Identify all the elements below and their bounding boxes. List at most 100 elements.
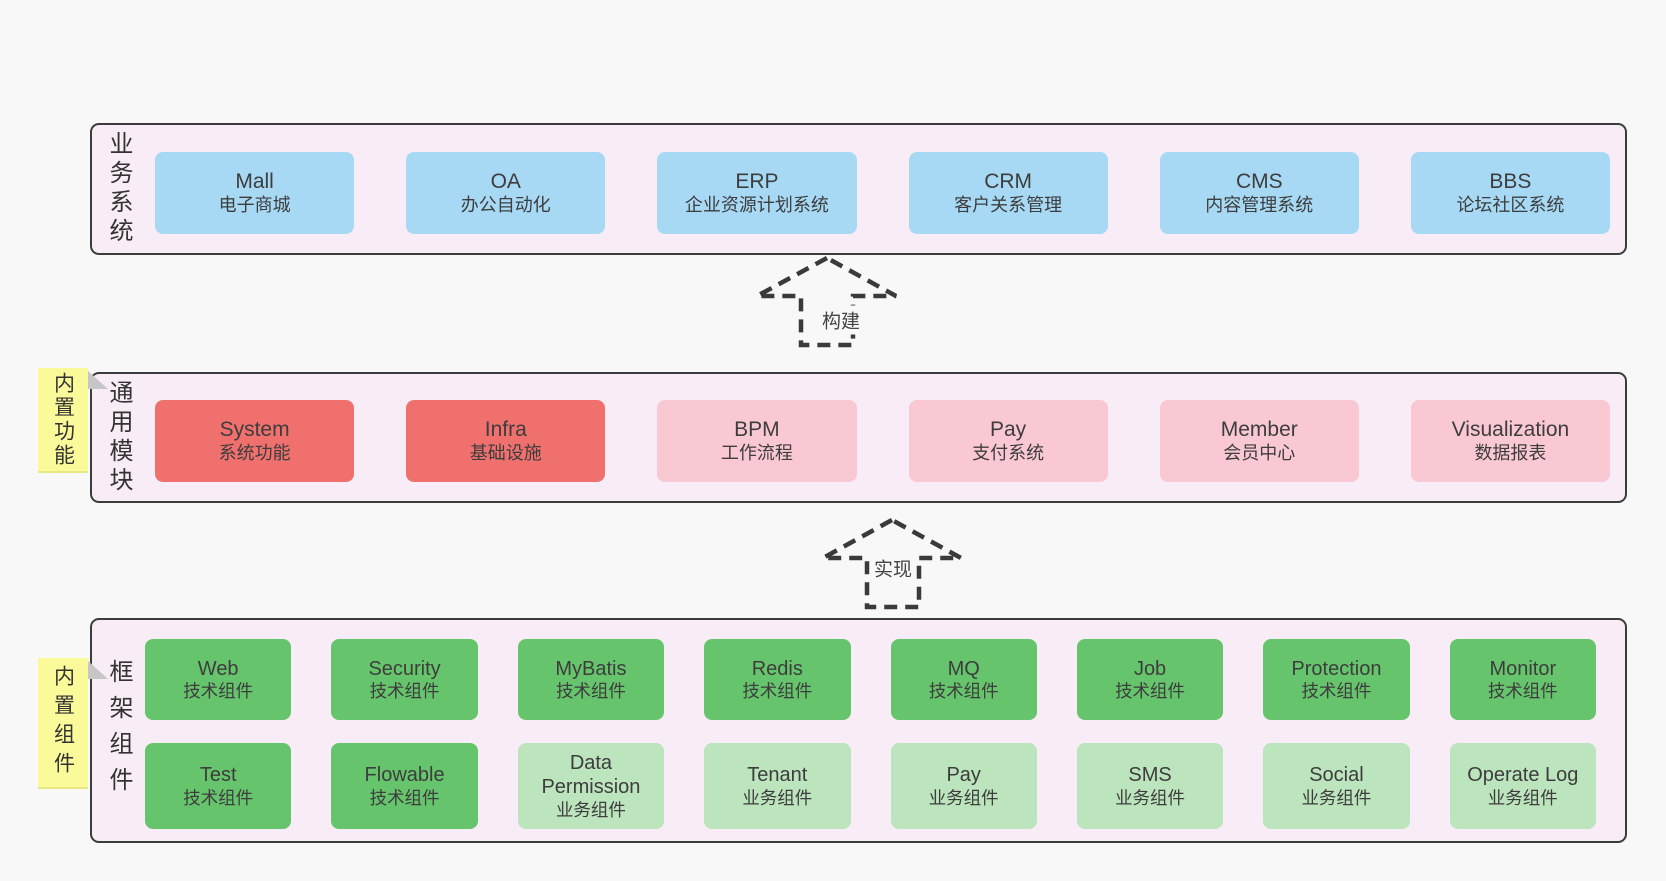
box-title: Mall <box>235 170 274 194</box>
band-business-systems: 业务系统 Mall 电子商城 OA 办公自动化 ERP 企业资源计划系统 CRM… <box>90 123 1627 255</box>
box-system: System 系统功能 <box>155 400 355 482</box>
box-title: Redis <box>751 657 803 680</box>
box-title: Web <box>197 657 239 680</box>
box-subtitle: 工作流程 <box>720 442 793 463</box>
box-title: ERP <box>735 170 779 194</box>
box-title: MQ <box>947 657 980 680</box>
box-mall: Mall 电子商城 <box>155 152 355 234</box>
box-web: Web 技术组件 <box>145 639 292 720</box>
box-subtitle: 企业资源计划系统 <box>684 194 829 215</box>
band-common-modules-label: 通用模块 <box>105 379 132 496</box>
box-pay-component: Pay 业务组件 <box>890 743 1037 829</box>
box-tenant: Tenant 业务组件 <box>704 743 851 829</box>
common-modules-row: System 系统功能 Infra 基础设施 BPM 工作流程 Pay 支付系统… <box>155 400 1611 482</box>
box-subtitle: 技术组件 <box>183 787 254 808</box>
box-title: SMS <box>1128 764 1172 787</box>
box-title: Tenant <box>747 764 808 787</box>
box-subtitle: 业务组件 <box>1115 787 1186 808</box>
box-subtitle: 技术组件 <box>183 681 254 702</box>
box-title: Protection <box>1291 657 1382 680</box>
sticky-note-text: 内置组件 <box>51 664 75 781</box>
box-title: CRM <box>984 170 1033 194</box>
band-business-systems-label: 业务系统 <box>105 131 132 247</box>
box-oa: OA 办公自动化 <box>406 152 606 234</box>
box-title: Data Permission <box>541 751 641 799</box>
box-subtitle: 电子商城 <box>218 194 291 215</box>
box-subtitle: 会员中心 <box>1223 442 1296 463</box>
box-title: Flowable <box>364 764 445 787</box>
box-subtitle: 数据报表 <box>1474 442 1547 463</box>
box-subtitle: 基础设施 <box>469 442 542 463</box>
box-subtitle: 业务组件 <box>555 799 626 820</box>
box-infra: Infra 基础设施 <box>406 400 606 482</box>
box-title: CMS <box>1235 170 1283 194</box>
box-subtitle: 技术组件 <box>369 681 440 702</box>
box-subtitle: 技术组件 <box>742 681 813 702</box>
box-cms: CMS 内容管理系统 <box>1159 152 1359 234</box>
box-title: Monitor <box>1489 657 1557 680</box>
implement-arrow-icon <box>821 517 963 610</box>
box-title: Job <box>1133 657 1167 680</box>
box-subtitle: 系统功能 <box>218 442 291 463</box>
sticky-note-built-in-components: 内置组件 <box>38 658 108 789</box>
box-monitor: Monitor 技术组件 <box>1449 639 1596 720</box>
box-mq: MQ 技术组件 <box>890 639 1037 720</box>
box-title: Operate Log <box>1467 764 1579 787</box>
box-subtitle: 客户关系管理 <box>954 194 1063 215</box>
sticky-note-text: 内置功能 <box>51 371 75 468</box>
box-subtitle: 技术组件 <box>555 681 626 702</box>
box-pay-module: Pay 支付系统 <box>908 400 1108 482</box>
box-mybatis: MyBatis 技术组件 <box>517 639 665 720</box>
box-sms: SMS 业务组件 <box>1076 743 1224 829</box>
box-title: System <box>219 418 290 442</box>
sticky-note-built-in-features: 内置功能 <box>38 368 108 473</box>
box-title: Security <box>368 657 441 680</box>
box-subtitle: 业务组件 <box>928 787 999 808</box>
box-subtitle: 论坛社区系统 <box>1456 194 1565 215</box>
box-bbs: BBS 论坛社区系统 <box>1410 152 1611 234</box>
box-visualization: Visualization 数据报表 <box>1410 400 1611 482</box>
box-protection: Protection 技术组件 <box>1263 639 1410 720</box>
box-subtitle: 业务组件 <box>742 787 813 808</box>
band-common-modules: 通用模块 System 系统功能 Infra 基础设施 BPM 工作流程 Pay… <box>90 372 1627 503</box>
box-title: OA <box>490 170 521 194</box>
box-crm: CRM 客户关系管理 <box>908 152 1108 234</box>
box-title: MyBatis <box>555 657 627 680</box>
box-flowable: Flowable 技术组件 <box>331 743 478 829</box>
box-title: BPM <box>734 418 780 442</box>
box-subtitle: 业务组件 <box>1487 787 1558 808</box>
box-title: Pay <box>946 764 981 787</box>
box-subtitle: 技术组件 <box>1487 681 1558 702</box>
box-title: Pay <box>990 418 1027 442</box>
band-framework-components: 框架组件 Web 技术组件 Security 技术组件 MyBatis 技术组件… <box>90 618 1627 843</box>
box-member: Member 会员中心 <box>1159 400 1359 482</box>
box-subtitle: 内容管理系统 <box>1205 194 1314 215</box>
box-subtitle: 支付系统 <box>972 442 1045 463</box>
box-redis: Redis 技术组件 <box>704 639 851 720</box>
box-subtitle: 技术组件 <box>1115 681 1186 702</box>
box-test: Test 技术组件 <box>145 743 292 829</box>
box-subtitle: 技术组件 <box>1301 681 1372 702</box>
box-operate-log: Operate Log 业务组件 <box>1449 743 1596 829</box>
folded-corner-icon <box>88 661 108 679</box>
box-social: Social 业务组件 <box>1263 743 1410 829</box>
implement-arrow-label: 实现 <box>870 553 916 583</box>
box-title: Test <box>199 764 237 787</box>
box-title: Infra <box>484 418 527 442</box>
band-framework-components-label: 框架组件 <box>105 658 132 803</box>
box-title: BBS <box>1489 170 1532 194</box>
box-subtitle: 技术组件 <box>369 787 440 808</box>
box-title: Social <box>1309 764 1364 787</box>
business-systems-row: Mall 电子商城 OA 办公自动化 ERP 企业资源计划系统 CRM 客户关系… <box>155 152 1611 234</box>
box-subtitle: 业务组件 <box>1301 787 1372 808</box>
box-subtitle: 办公自动化 <box>460 194 551 215</box>
box-erp: ERP 企业资源计划系统 <box>657 152 857 234</box>
build-arrow-icon <box>755 255 898 348</box>
box-data-permission: Data Permission 业务组件 <box>517 743 665 829</box>
box-bpm: BPM 工作流程 <box>657 400 857 482</box>
build-arrow-label: 构建 <box>818 305 864 335</box>
box-subtitle: 技术组件 <box>928 681 999 702</box>
box-security: Security 技术组件 <box>331 639 478 720</box>
framework-components-row-1: Web 技术组件 Security 技术组件 MyBatis 技术组件 Redi… <box>145 639 1596 720</box>
